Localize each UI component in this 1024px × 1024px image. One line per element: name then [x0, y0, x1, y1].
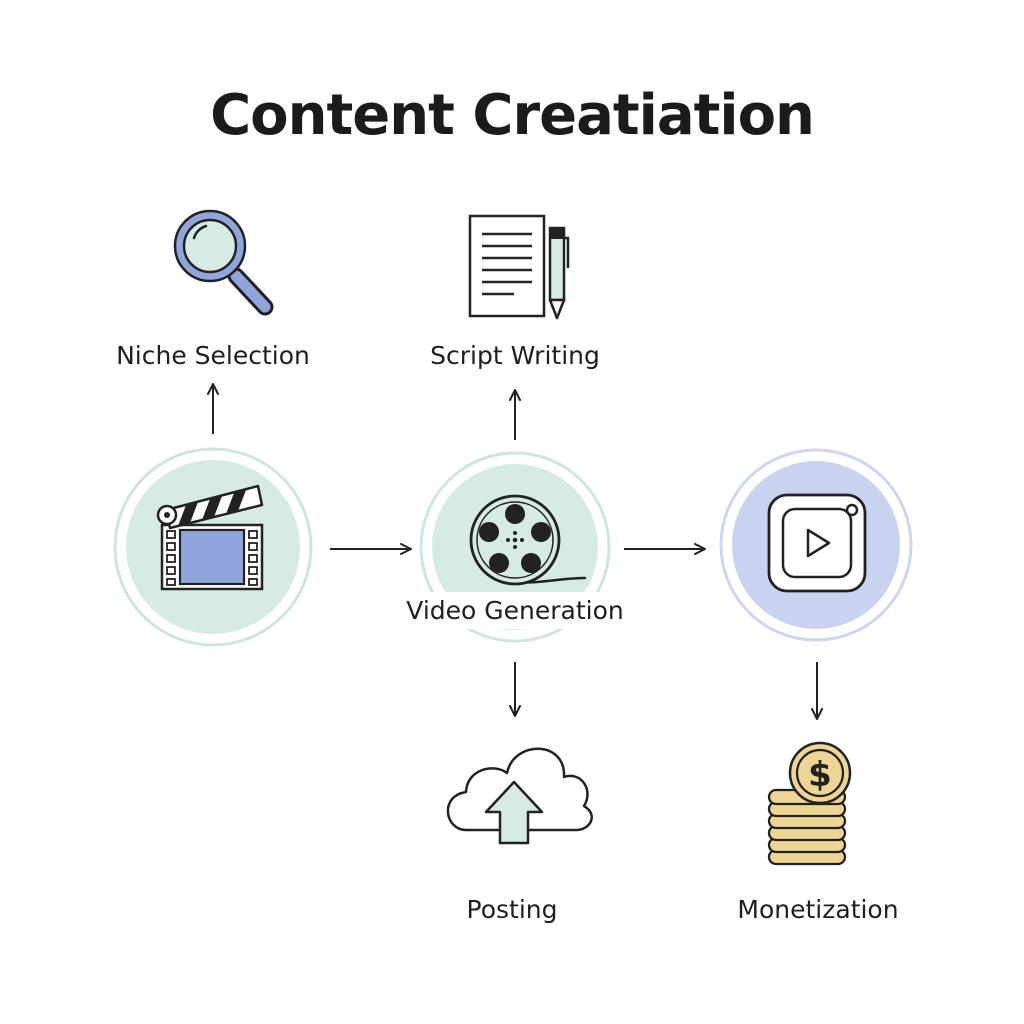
- document-and-pen-icon: [468, 214, 570, 320]
- niche-selection-label: Niche Selection: [116, 341, 310, 370]
- monetization-label: Monetization: [737, 895, 899, 924]
- dollar-coin-stack-icon: $: [767, 741, 852, 866]
- clapperboard-node: [113, 447, 313, 647]
- film-reel-icon: [469, 494, 587, 586]
- diagram-title: Content Creatiation: [210, 83, 815, 148]
- video-generation-label: Video Generation: [400, 592, 630, 629]
- video-play-icon: [767, 493, 867, 593]
- cloud-upload-icon: [446, 747, 593, 845]
- magnifying-glass-icon: [173, 209, 274, 316]
- svg-text:$: $: [808, 755, 832, 795]
- video-generation-label-wrap: Video Generation: [375, 592, 655, 629]
- clapperboard-film-icon: [156, 484, 264, 591]
- posting-label: Posting: [466, 895, 558, 924]
- video-player-node: [719, 448, 913, 642]
- script-writing-label: Script Writing: [430, 341, 600, 370]
